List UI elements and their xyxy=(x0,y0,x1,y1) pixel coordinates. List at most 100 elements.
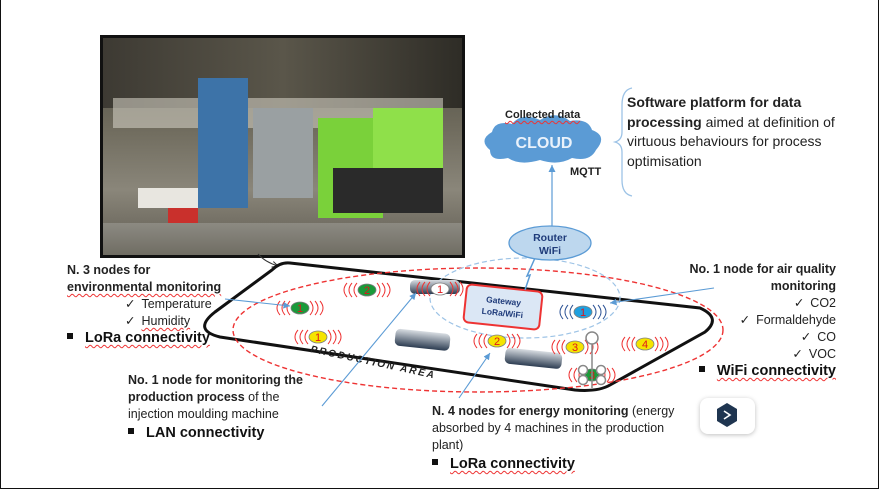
signal-wave-icon xyxy=(664,336,669,352)
sensor-node: 2 xyxy=(473,333,521,349)
signal-wave-icon xyxy=(454,281,459,297)
signal-wave-icon xyxy=(659,336,664,352)
collected-data-label: Collected data xyxy=(505,109,581,121)
signal-wave-icon xyxy=(564,304,569,320)
photo-pointer-arrow xyxy=(257,253,278,266)
env-nodes-block: N. 3 nodes for environmental monitoring … xyxy=(67,263,222,346)
gateway-label-2: LoRa/WiFi xyxy=(481,306,523,320)
floating-assistant-button[interactable] xyxy=(700,398,755,434)
env-pointer-arrow xyxy=(224,298,291,309)
sensor-node: 4 xyxy=(621,336,669,352)
air-quality-block: No. 1 node for air quality monitoring ✓C… xyxy=(689,262,836,379)
node-marker xyxy=(635,337,655,351)
node-marker xyxy=(573,305,593,319)
router-label-1: Router xyxy=(533,232,567,244)
node-marker xyxy=(290,301,310,315)
sensor-node: 1 xyxy=(276,300,324,316)
signal-wave-icon xyxy=(343,282,348,298)
node-number: 1 xyxy=(297,303,303,315)
node-marker xyxy=(430,282,450,296)
signal-wave-icon xyxy=(568,367,573,383)
lora-coverage-ellipse xyxy=(232,267,724,393)
signal-wave-icon xyxy=(511,333,516,349)
node-marker xyxy=(357,283,377,297)
signal-wave-icon xyxy=(353,282,358,298)
energy-pointer-arrow xyxy=(458,352,491,399)
machine-slab xyxy=(504,347,563,369)
signal-wave-icon xyxy=(421,281,426,297)
production-area-label: PRODUCTION AREA xyxy=(309,344,436,381)
signal-wave-icon xyxy=(314,300,319,316)
signal-wave-icon xyxy=(281,300,286,316)
signal-wave-icon xyxy=(654,336,659,352)
signal-wave-icon xyxy=(319,300,324,316)
signal-wave-icon xyxy=(348,282,353,298)
signal-wave-icon xyxy=(337,329,342,345)
signal-wave-icon xyxy=(294,329,299,345)
sensor-node: 1 xyxy=(294,329,342,345)
assistant-hexagon-icon xyxy=(717,403,737,427)
signal-wave-icon xyxy=(327,329,332,345)
selection-handles xyxy=(577,331,607,388)
signal-wave-icon xyxy=(332,329,337,345)
signal-wave-icon xyxy=(561,339,566,355)
signal-wave-icon xyxy=(473,333,478,349)
signal-wave-icon xyxy=(606,367,611,383)
node-number: 1 xyxy=(315,332,321,344)
signal-wave-icon xyxy=(478,333,483,349)
signal-wave-icon xyxy=(631,336,636,352)
node-number: 3 xyxy=(572,342,578,354)
signal-wave-icon xyxy=(299,329,304,345)
platform-description: Software platform for data processing ai… xyxy=(627,94,835,169)
signal-wave-icon xyxy=(626,336,631,352)
node-marker xyxy=(487,334,507,348)
signal-wave-icon xyxy=(376,282,381,298)
node-number: 1 xyxy=(580,307,586,319)
signal-wave-icon xyxy=(309,300,314,316)
signal-wave-icon xyxy=(556,339,561,355)
signal-wave-icon xyxy=(597,304,602,320)
machine-slab xyxy=(394,328,451,351)
signal-wave-icon xyxy=(516,333,521,349)
energy-nodes-block: N. 4 nodes for energy monitoring (energy… xyxy=(432,404,675,472)
gateway-router-link xyxy=(524,257,536,291)
signal-wave-icon xyxy=(611,367,616,383)
process-node-block: No. 1 node for monitoring the production… xyxy=(128,373,303,441)
signal-wave-icon xyxy=(426,281,431,297)
signal-wave-icon xyxy=(304,329,309,345)
signal-wave-icon xyxy=(592,304,597,320)
signal-wave-icon xyxy=(459,281,464,297)
node-number: 1 xyxy=(437,284,443,296)
gateway-box xyxy=(462,283,544,331)
router-label-2: WiFi xyxy=(539,245,561,257)
gateway-label-1: Gateway xyxy=(486,294,522,308)
mqtt-label: MQTT xyxy=(570,166,602,178)
signal-wave-icon xyxy=(584,339,589,355)
signal-wave-icon xyxy=(286,300,291,316)
signal-wave-icon xyxy=(559,304,564,320)
signal-wave-icon xyxy=(569,304,574,320)
node-marker xyxy=(565,340,585,354)
signal-wave-icon xyxy=(381,282,386,298)
signal-wave-icon xyxy=(602,304,607,320)
platform-brace xyxy=(612,87,633,197)
signal-wave-icon xyxy=(483,333,488,349)
node-number: 2 xyxy=(494,336,500,348)
cloud-label: CLOUD xyxy=(516,135,573,152)
signal-wave-icon xyxy=(386,282,391,298)
air-pointer-arrow xyxy=(609,287,715,306)
process-pointer-arrow xyxy=(321,292,417,407)
router-wifi xyxy=(508,225,592,261)
factory-photo xyxy=(100,35,465,258)
signal-wave-icon xyxy=(573,367,578,383)
production-area-outline xyxy=(203,261,714,392)
signal-wave-icon xyxy=(506,333,511,349)
node-number: 2 xyxy=(364,285,370,297)
sensor-node: 1 xyxy=(559,304,607,320)
signal-wave-icon xyxy=(621,336,626,352)
signal-wave-icon xyxy=(276,300,281,316)
sensor-node: 2 xyxy=(343,282,391,298)
wifi-coverage-ellipse xyxy=(429,257,621,339)
signal-wave-icon xyxy=(551,339,556,355)
